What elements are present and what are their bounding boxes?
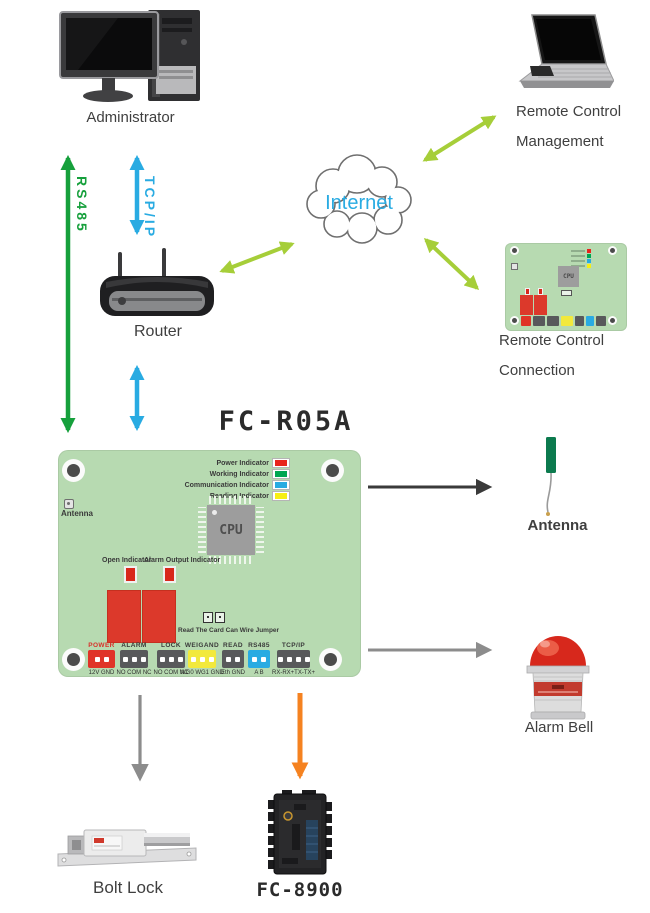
terminal-name: LOCK [160, 642, 181, 649]
mini-led-row [525, 288, 543, 295]
terminal-pins-label: NO COM NC [153, 670, 189, 676]
remote-connection-board: CPU [505, 243, 627, 331]
reading-led-icon [272, 491, 290, 501]
mini-jumper-icon [561, 290, 572, 296]
terminal-name: ALARM [121, 642, 147, 649]
terminal-group-tcpip: TCP/IP RX-RX+TX-TX+ [272, 642, 315, 676]
terminal-group-rs485: RS485 A B [248, 642, 270, 676]
terminal-pins-label: WG0 WG1 GND [180, 670, 225, 676]
working-indicator-label: Working Indicator [209, 470, 269, 478]
power-indicator-row: Power Indicator [216, 458, 290, 468]
remote-management-label-line1: Remote Control [516, 103, 622, 120]
administrator-computer-illustration [59, 10, 200, 102]
terminal-pins-label: 12V GND [88, 670, 115, 676]
mini-mounting-hole [608, 316, 617, 325]
alarm-output-led [163, 566, 176, 583]
mounting-hole [62, 648, 85, 671]
terminal-name: POWER [88, 642, 115, 649]
terminal-block [222, 650, 244, 668]
bolt-lock-label: Bolt Lock [93, 878, 163, 897]
fc-r05a-board: Power Indicator Working Indicator Commun… [58, 450, 361, 677]
mini-antenna-connector-icon [511, 263, 518, 270]
communication-indicator-row: Communication Indicator [185, 480, 290, 490]
mini-cpu-chip: CPU [558, 266, 579, 287]
open-indicator-label: Open Indicator [102, 557, 152, 564]
terminal-group-power: POWER 12V GND [88, 642, 115, 676]
power-led-icon [272, 458, 290, 468]
board-antenna-label: Antenna [61, 509, 93, 518]
remote-connection-label-line2: Connection [499, 362, 575, 379]
terminal-block [277, 650, 310, 668]
internet-router-arrow [219, 241, 295, 274]
relay [107, 590, 141, 643]
mini-relay [534, 295, 547, 315]
cpu-pins-right [256, 507, 264, 553]
mini-mounting-hole [608, 246, 617, 255]
mini-indicator-row [571, 259, 591, 263]
internet-cloud: Internet [306, 154, 412, 244]
tcpip-label: TCP/IP [142, 176, 158, 240]
administrator-label: Administrator [86, 109, 175, 126]
terminal-block [120, 650, 148, 668]
antenna-right-label: Antenna [527, 517, 588, 534]
communication-indicator-label: Communication Indicator [184, 481, 269, 489]
terminal-name: RS485 [248, 642, 270, 649]
terminal-pins-label: Eth GND [221, 670, 246, 676]
alarm-output-indicator-label: Alarm Output Indicator [144, 557, 221, 564]
mini-indicator-row [571, 249, 591, 253]
terminal-group-lock: LOCK NO COM NC [154, 642, 189, 676]
cpu-pins-left [198, 507, 206, 553]
terminal-name: WEIGAND [184, 642, 220, 649]
fc8900-board-illustration [268, 790, 332, 875]
internet-laptop-arrow [422, 115, 497, 162]
alarm-bell-illustration [526, 636, 590, 720]
terminal-pins-label: RX-RX+TX-TX+ [272, 670, 316, 676]
cpu-pins-bottom [209, 556, 253, 564]
fc8900-label: FC-8900 [256, 879, 344, 901]
working-led-icon [272, 469, 290, 479]
relay [142, 590, 176, 643]
mini-mounting-hole [510, 316, 519, 325]
remote-management-label-line2: Management [516, 133, 604, 150]
board-title: FC-R05A [218, 406, 354, 437]
remote-management-laptop-illustration [518, 14, 614, 88]
cpu-chip: CPU [207, 505, 255, 555]
terminal-group-alarm: ALARM NO COM NC [117, 642, 152, 676]
router-label: Router [133, 323, 183, 340]
bolt-lock-illustration [57, 829, 197, 867]
mini-relay [520, 295, 533, 315]
remote-connection-label-line1: Remote Control [499, 332, 605, 349]
power-indicator-label: Power Indicator [216, 459, 269, 467]
terminal-pins-label: A B [254, 670, 264, 676]
cpu-pins-top [209, 496, 253, 504]
terminal-group-weigand: WEIGAND WG0 WG1 GND [180, 642, 224, 676]
mounting-hole [319, 648, 342, 671]
mounting-hole [62, 459, 85, 482]
mini-indicator-row [571, 254, 591, 258]
terminal-block [188, 650, 216, 668]
terminal-name: TCP/IP [281, 642, 306, 649]
terminal-block [88, 650, 115, 668]
wire-jumper-icon [203, 612, 225, 623]
mini-mounting-hole [510, 246, 519, 255]
alarm-bell-label: Alarm Bell [524, 719, 594, 736]
terminal-block [157, 650, 185, 668]
router-illustration [100, 248, 214, 316]
internet-label: Internet [325, 192, 393, 214]
working-indicator-row: Working Indicator [210, 469, 290, 479]
mounting-hole [321, 459, 344, 482]
terminal-group-read: READ Eth GND [221, 642, 246, 676]
communication-led-icon [272, 480, 290, 490]
rs485-label: RS485 [74, 176, 90, 234]
antenna-connector-icon [64, 499, 74, 509]
terminal-pins-label: NO COM NC [116, 670, 152, 676]
mini-terminal-row [521, 316, 606, 326]
pcb-antenna-illustration [546, 437, 556, 516]
terminal-block [248, 650, 270, 668]
open-indicator-led [124, 566, 137, 583]
terminal-name: READ [222, 642, 244, 649]
internet-connection-arrow [423, 238, 480, 290]
jumper-note-label: Read The Card Can Wire Jumper [178, 627, 280, 634]
